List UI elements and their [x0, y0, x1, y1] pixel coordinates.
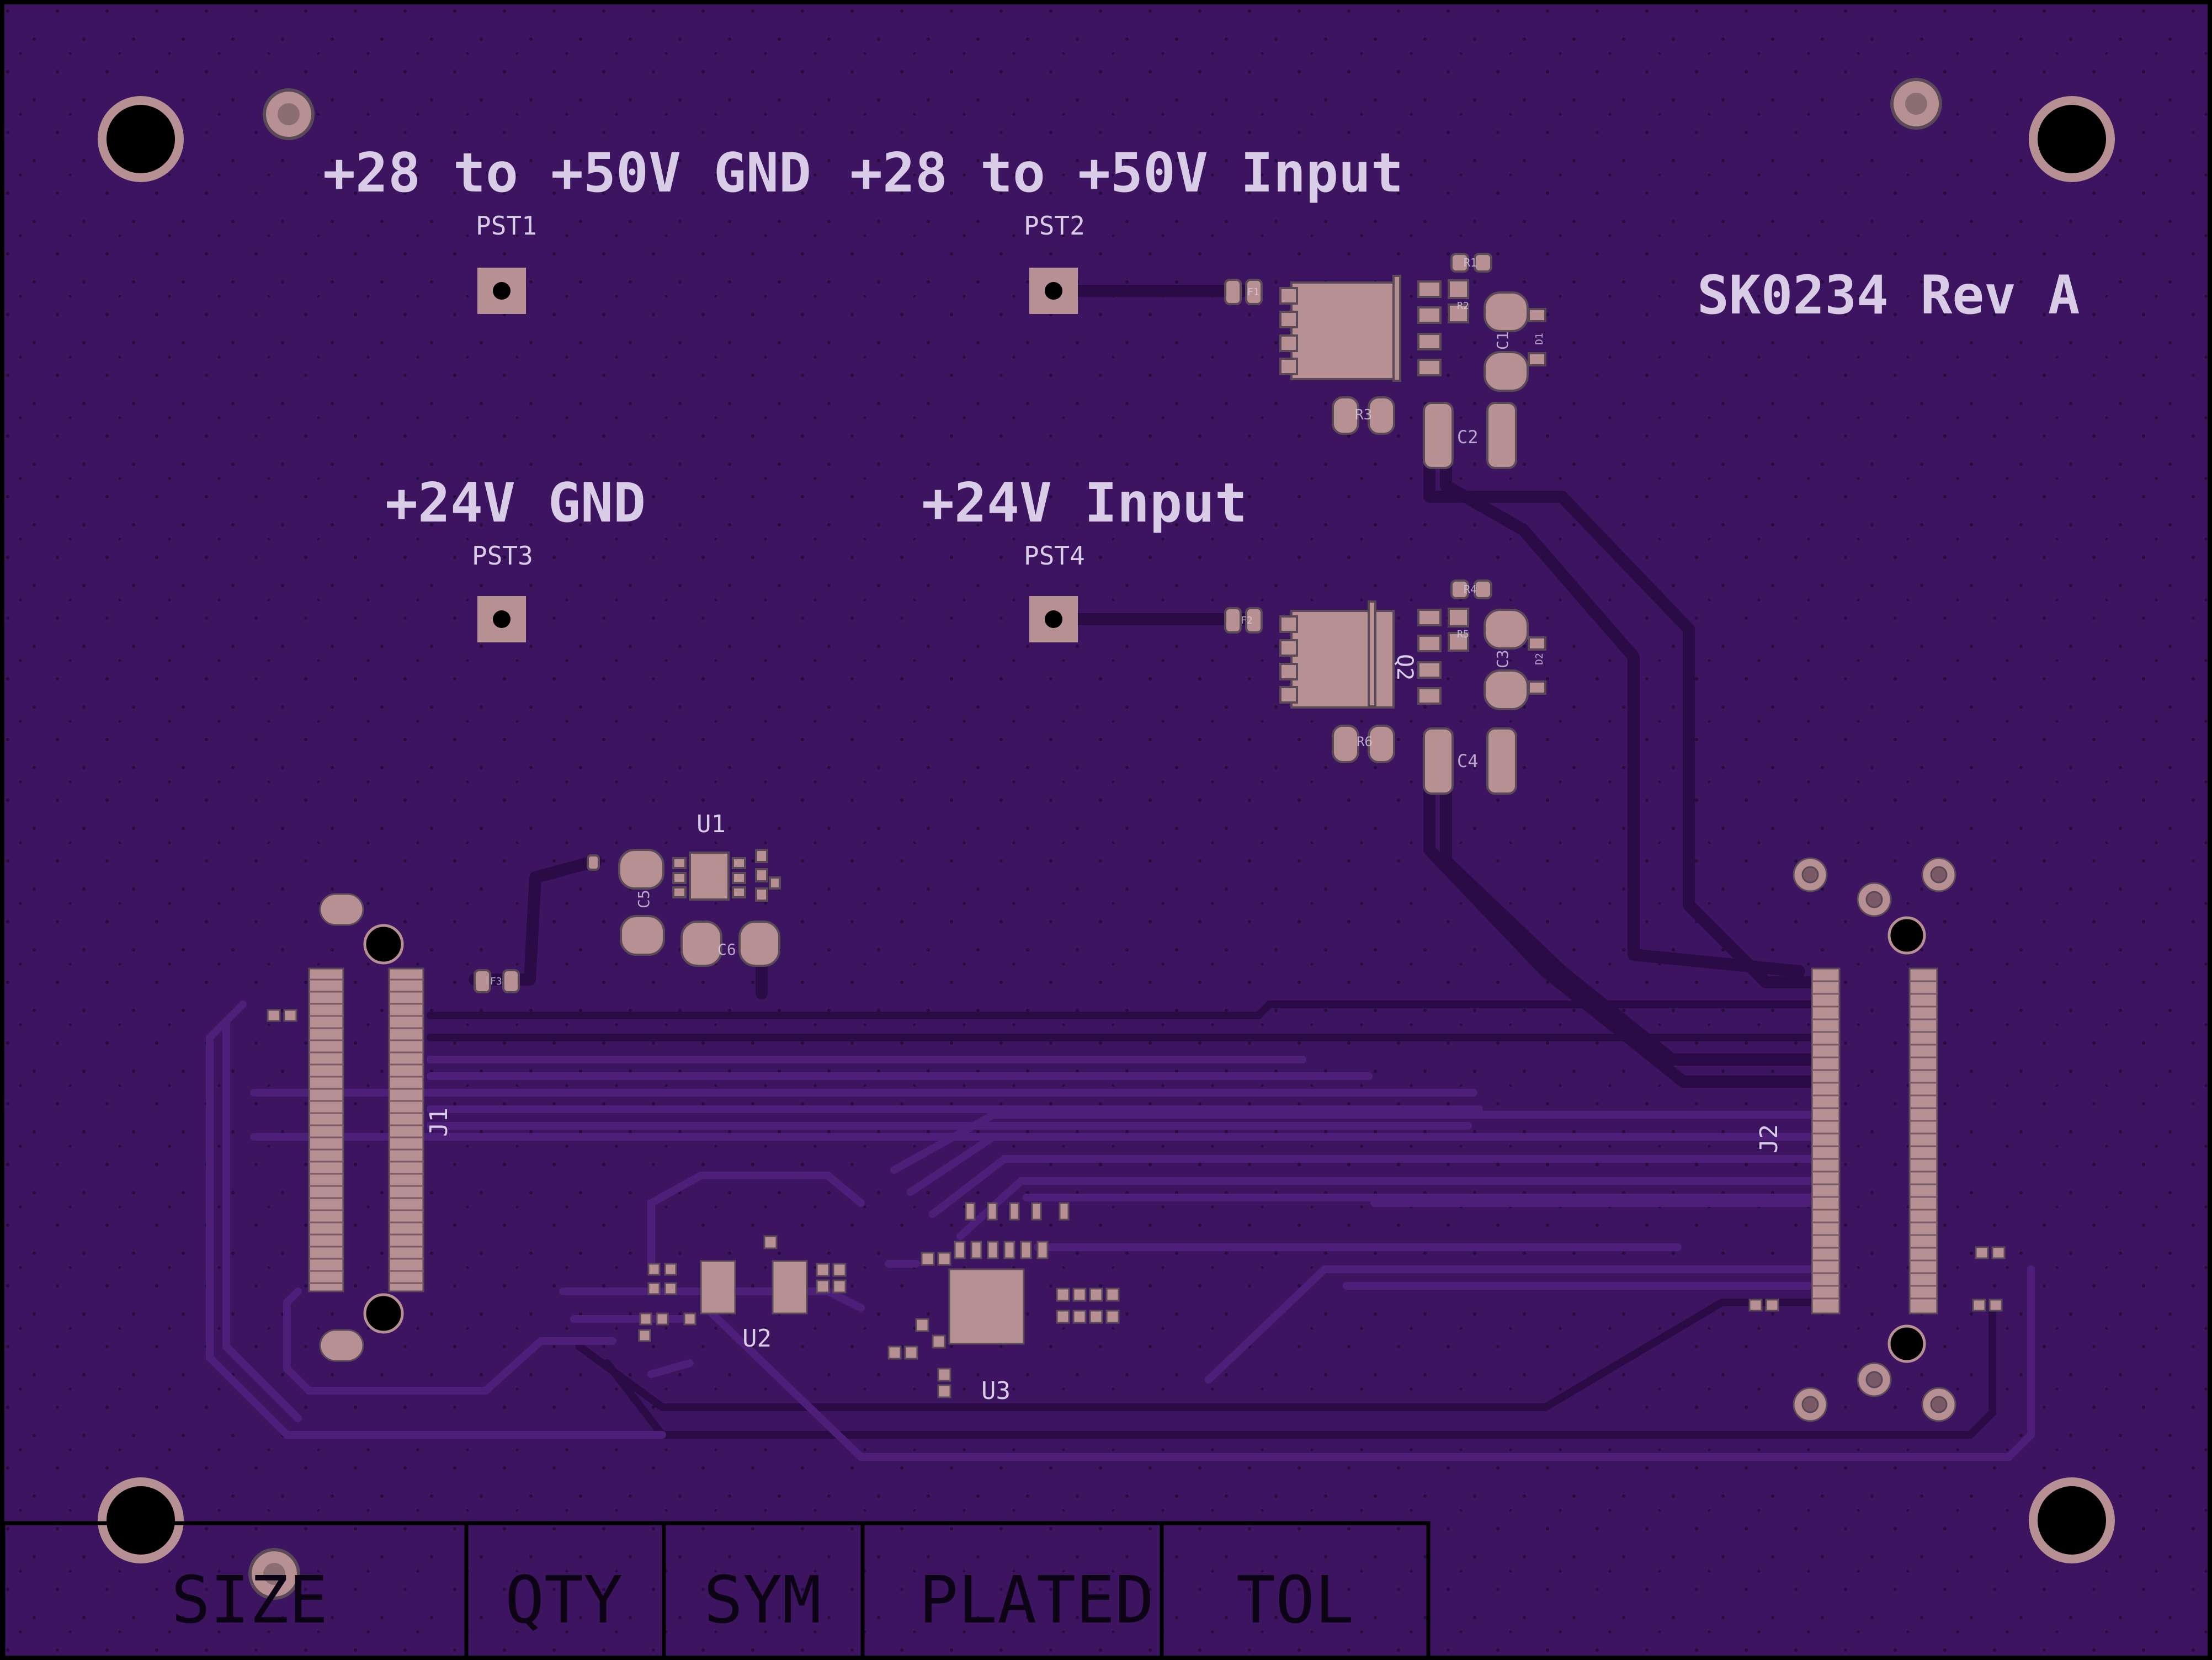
label-gnd-24v: +24V GND: [385, 472, 646, 535]
refdes-u2: U2: [742, 1324, 772, 1353]
refdes-pst3: PST3: [472, 541, 533, 571]
drill-table-header-sym: SYM: [704, 1562, 821, 1638]
ic-u2-u3: [267, 1009, 2006, 1398]
refdes-r4: R4: [1464, 583, 1477, 596]
refdes-c3: C3: [1493, 650, 1512, 668]
refdes-j2: J2: [1755, 1124, 1783, 1153]
refdes-c4: C4: [1457, 751, 1479, 772]
refdes-f3: F3: [490, 976, 502, 987]
refdes-r5: R5: [1457, 629, 1469, 640]
label-input-24v: +24V Input: [922, 472, 1247, 535]
mounting-holes: [98, 78, 2115, 1600]
refdes-r6: R6: [1357, 734, 1373, 749]
power-stage-2: [1224, 579, 1546, 795]
label-input-50v: +28 to +50V Input: [850, 142, 1403, 205]
refdes-d1: D1: [1534, 333, 1545, 345]
refdes-pst2: PST2: [1024, 211, 1085, 241]
refdes-pst4: PST4: [1024, 541, 1085, 571]
regulator-u1: [474, 849, 781, 993]
connector-j1: [308, 893, 424, 1362]
refdes-r3: R3: [1355, 407, 1372, 423]
refdes-d2: D2: [1534, 653, 1545, 665]
refdes-r1: R1: [1464, 256, 1477, 269]
refdes-r2: R2: [1457, 300, 1469, 312]
refdes-c6: C6: [717, 940, 736, 959]
refdes-f1: F1: [1247, 286, 1259, 298]
refdes-j1: J1: [425, 1108, 453, 1137]
refdes-c2: C2: [1457, 427, 1479, 448]
refdes-u1: U1: [696, 810, 726, 838]
drill-table-header-qty: QTY: [505, 1562, 623, 1638]
refdes-f2: F2: [1241, 615, 1253, 626]
drill-table-header-size: SIZE: [171, 1562, 328, 1638]
drill-table-header-tol: TOL: [1236, 1562, 1354, 1638]
refdes-pst1: PST1: [476, 211, 537, 241]
board-revision: SK0234 Rev A: [1697, 264, 2080, 326]
label-gnd-50v: +28 to +50V GND: [323, 142, 811, 205]
drill-table-header-plated: PLATED: [919, 1562, 1154, 1638]
terminal-pads: [477, 268, 1078, 642]
refdes-c5: C5: [635, 890, 653, 908]
via-speckle: [6, 6, 2208, 1656]
power-stage-1: [1224, 253, 1546, 469]
refdes-u3: U3: [981, 1377, 1011, 1405]
refdes-q2: Q2: [1392, 654, 1417, 680]
j1-pin-dividers: [309, 978, 423, 1284]
drill-table: [1, 1521, 1431, 1660]
bus-traces: [206, 1001, 2035, 1461]
j2-pin-dividers: [1812, 980, 1937, 1300]
connector-j2: [1793, 857, 1956, 1422]
refdes-c1: C1: [1493, 331, 1512, 350]
